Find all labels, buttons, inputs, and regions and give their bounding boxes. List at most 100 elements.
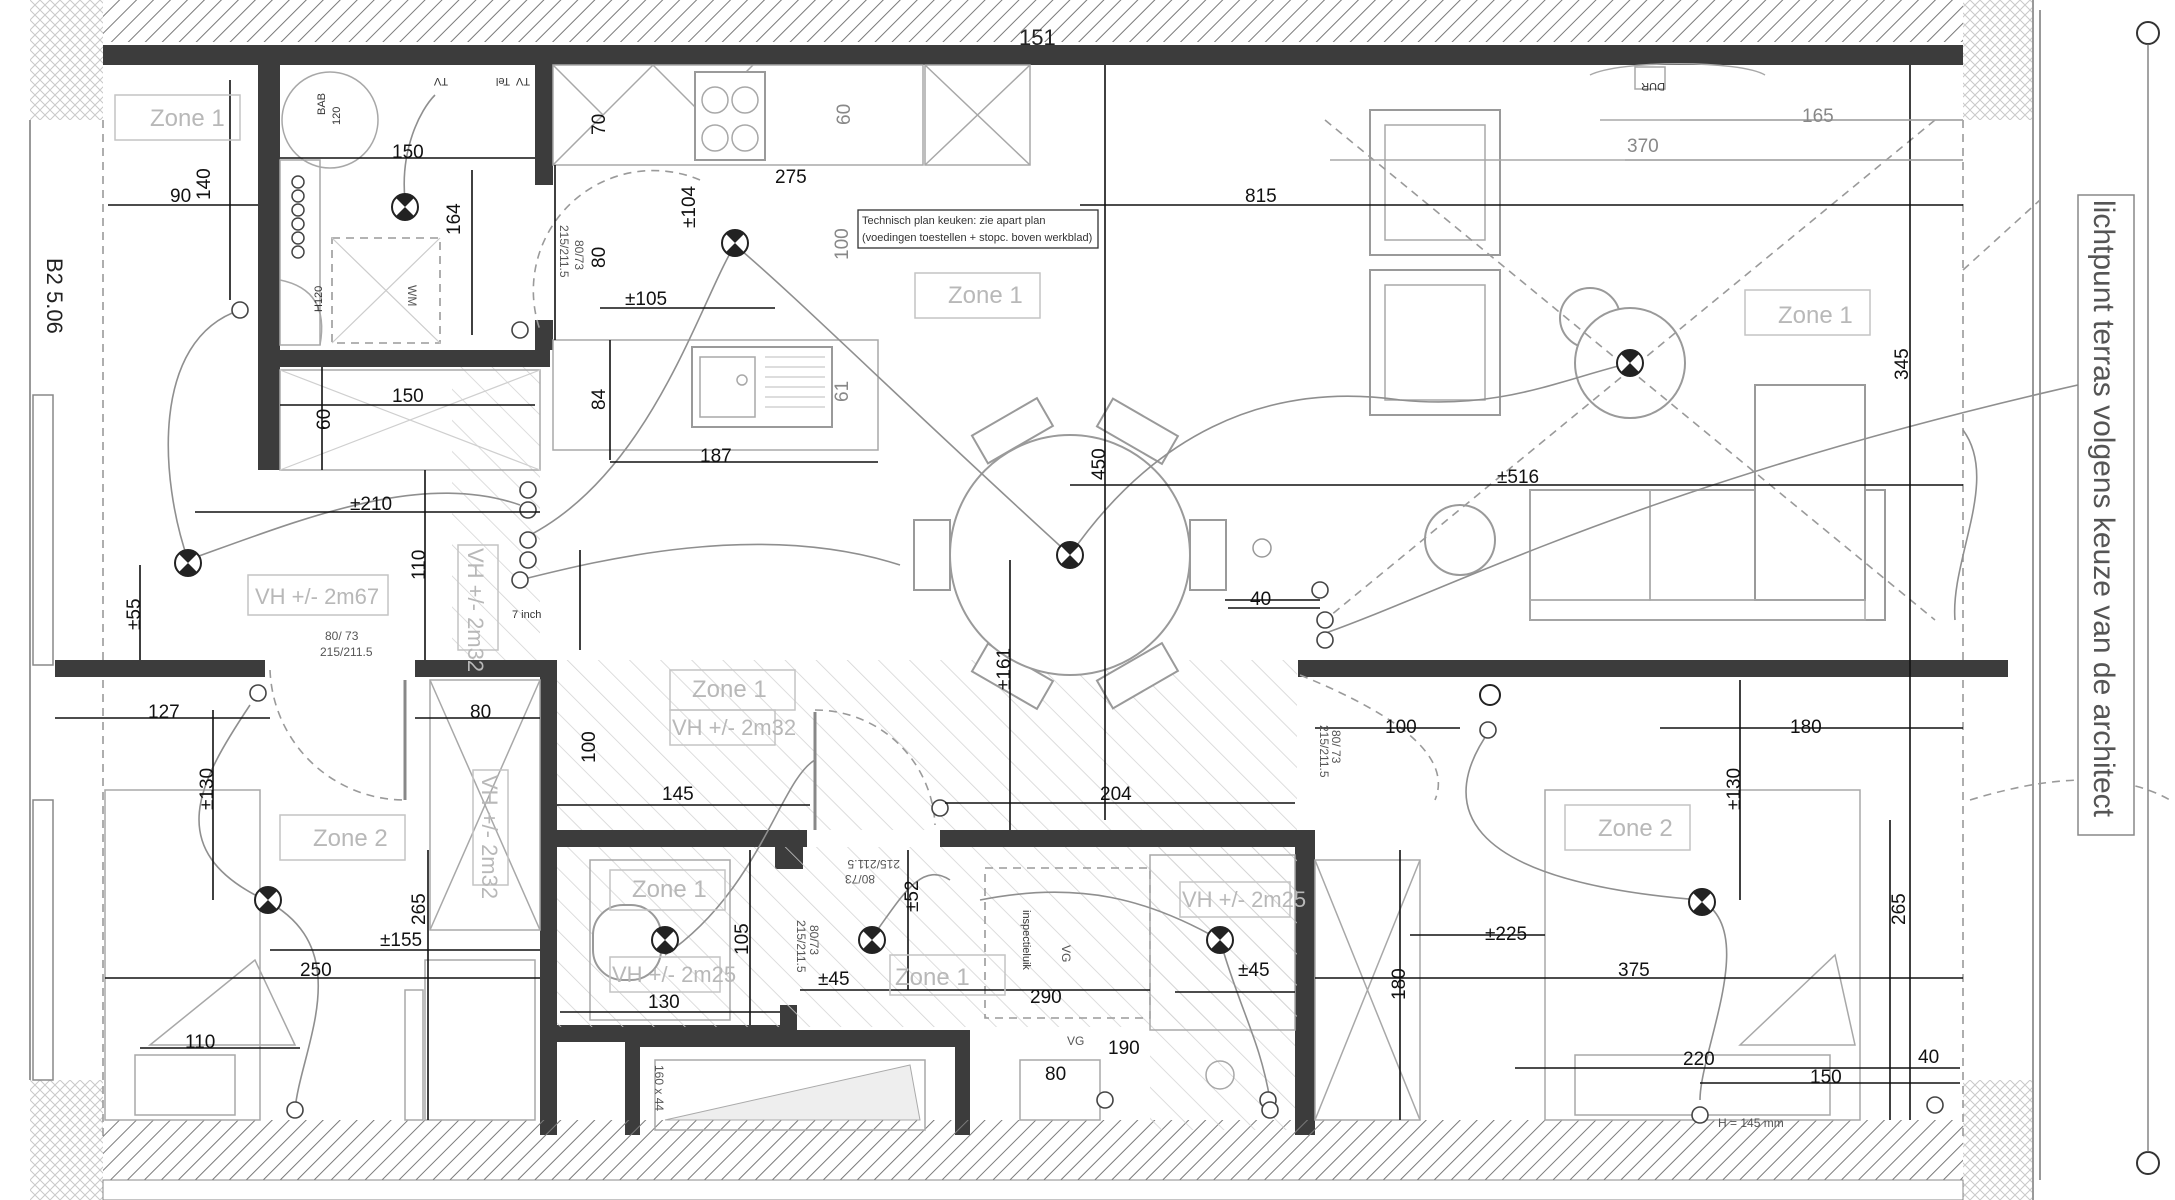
svg-text:130: 130 — [648, 992, 680, 1013]
svg-text:Zone 1: Zone 1 — [895, 964, 970, 991]
svg-text:220: 220 — [1683, 1049, 1715, 1070]
svg-text:VG: VG — [1067, 1034, 1084, 1048]
svg-text:290: 290 — [1030, 987, 1062, 1008]
svg-text:±45: ±45 — [1238, 960, 1270, 981]
notes: 151 B2 5.06 Technisch plan keuken: zie a… — [42, 25, 2135, 1130]
svg-text:H120: H120 — [313, 286, 325, 312]
svg-text:70: 70 — [589, 114, 610, 135]
svg-text:151: 151 — [1019, 25, 1056, 50]
svg-text:80/ 73: 80/ 73 — [325, 629, 359, 643]
svg-text:215/211.5: 215/211.5 — [794, 920, 808, 973]
svg-text:370: 370 — [1627, 136, 1659, 157]
vh-labels: VH +/- 2m67 VH +/- 2m32 VH +/- 2m32 VH +… — [247, 544, 1306, 993]
svg-text:(voedingen toestellen + stopc.: (voedingen toestellen + stopc. boven wer… — [862, 232, 1092, 244]
svg-text:61: 61 — [832, 381, 853, 402]
svg-text:180: 180 — [1389, 968, 1410, 1000]
svg-text:345: 345 — [1892, 348, 1913, 380]
svg-text:±55: ±55 — [124, 598, 145, 630]
svg-text:inspectieluik: inspectieluik — [1020, 910, 1032, 970]
svg-text:VH +/- 2m32: VH +/- 2m32 — [477, 775, 502, 899]
svg-text:180: 180 — [1790, 717, 1822, 738]
svg-text:80/ 73: 80/ 73 — [1329, 730, 1343, 764]
svg-text:±155: ±155 — [380, 930, 422, 951]
svg-text:Zone 1: Zone 1 — [948, 282, 1023, 309]
svg-text:110: 110 — [409, 550, 430, 580]
svg-text:±225: ±225 — [1485, 924, 1527, 945]
svg-text:VH +/- 2m32: VH +/- 2m32 — [672, 715, 796, 740]
svg-text:40: 40 — [1918, 1047, 1939, 1068]
svg-text:150: 150 — [392, 142, 424, 163]
svg-text:Zone 1: Zone 1 — [150, 105, 225, 132]
door-labels: 80/ 73 215/211.5 80/73 215/211.5 80/73 2… — [320, 225, 1343, 973]
svg-text:100: 100 — [832, 228, 853, 260]
dimension-labels: 90 140 150 164 70 80 84 ±105 ±104 275 15… — [124, 114, 1939, 1088]
svg-text:160 x 44: 160 x 44 — [652, 1065, 666, 1111]
svg-text:Zone 1: Zone 1 — [632, 876, 707, 903]
light-points — [174, 193, 1716, 954]
svg-text:Tel: Tel — [496, 75, 510, 87]
svg-text:187: 187 — [700, 446, 732, 467]
svg-text:90: 90 — [170, 186, 191, 207]
svg-text:80: 80 — [470, 702, 491, 723]
wiring — [167, 94, 2101, 1111]
svg-text:80: 80 — [1045, 1064, 1066, 1085]
svg-text:VH +/- 2m67: VH +/- 2m67 — [255, 584, 379, 609]
kitchen — [552, 63, 1031, 451]
svg-text:TV: TV — [515, 75, 530, 87]
svg-text:Zone 1: Zone 1 — [692, 676, 767, 703]
svg-text:80/73: 80/73 — [572, 240, 586, 270]
living-furniture — [1324, 63, 1963, 621]
hatched-zones — [452, 367, 1297, 1130]
svg-text:127: 127 — [148, 702, 180, 723]
svg-text:80/73: 80/73 — [845, 872, 875, 886]
svg-text:84: 84 — [589, 388, 610, 410]
svg-text:±210: ±210 — [350, 494, 392, 515]
svg-text:215/211.5: 215/211.5 — [557, 225, 571, 278]
svg-text:±52: ±52 — [902, 880, 923, 912]
svg-text:DUR: DUR — [1641, 80, 1665, 92]
svg-text:265: 265 — [1889, 893, 1910, 925]
svg-text:VG: VG — [1059, 945, 1073, 962]
equipment-labels: TV Tel TV WM H120 7 inch VG VG inspectie… — [313, 75, 1665, 1048]
svg-text:±105: ±105 — [625, 289, 667, 310]
svg-text:250: 250 — [300, 960, 332, 981]
svg-text:±516: ±516 — [1497, 467, 1539, 488]
svg-text:Zone 2: Zone 2 — [1598, 815, 1673, 842]
svg-text:100: 100 — [1385, 717, 1417, 738]
svg-text:±104: ±104 — [679, 185, 700, 228]
svg-text:120: 120 — [331, 107, 343, 125]
svg-text:40: 40 — [1250, 589, 1271, 610]
svg-text:164: 164 — [444, 203, 465, 235]
svg-text:80: 80 — [589, 247, 610, 268]
svg-text:215/211.5: 215/211.5 — [1317, 725, 1331, 778]
svg-text:375: 375 — [1618, 960, 1650, 981]
svg-text:80/73: 80/73 — [807, 925, 821, 955]
bedrooms — [104, 679, 1861, 1121]
svg-text:150: 150 — [1810, 1067, 1842, 1088]
svg-text:60: 60 — [834, 104, 855, 125]
svg-text:Technisch plan keuken: zie apa: Technisch plan keuken: zie apart plan — [862, 215, 1045, 227]
svg-text:60: 60 — [314, 409, 335, 430]
svg-text:±45: ±45 — [818, 969, 850, 990]
zone-labels: Zone 1 Zone 1 Zone 1 Zone 1 Zone 1 Zone … — [114, 94, 1871, 996]
svg-text:Zone 2: Zone 2 — [313, 825, 388, 852]
svg-text:VH +/- 2m25: VH +/- 2m25 — [1182, 887, 1306, 912]
svg-text:±130: ±130 — [1724, 768, 1745, 810]
svg-text:145: 145 — [662, 784, 694, 805]
svg-text:165: 165 — [1802, 106, 1834, 127]
svg-text:BAB: BAB — [316, 93, 328, 115]
outer-walls — [29, 0, 2160, 1200]
svg-text:±161: ±161 — [994, 648, 1015, 690]
svg-text:110: 110 — [185, 1032, 215, 1053]
svg-text:204: 204 — [1100, 784, 1132, 805]
doors — [269, 169, 2171, 830]
svg-text:VH +/- 2m32: VH +/- 2m32 — [463, 548, 488, 672]
svg-text:215/211.5: 215/211.5 — [320, 645, 373, 659]
interior-walls — [55, 65, 2008, 1138]
svg-text:100: 100 — [579, 731, 600, 763]
svg-text:150: 150 — [392, 386, 424, 407]
laundry-room — [279, 71, 541, 471]
dimension-labels-grey: 165 370 60 100 61 — [832, 104, 1834, 402]
svg-text:450: 450 — [1089, 448, 1110, 480]
